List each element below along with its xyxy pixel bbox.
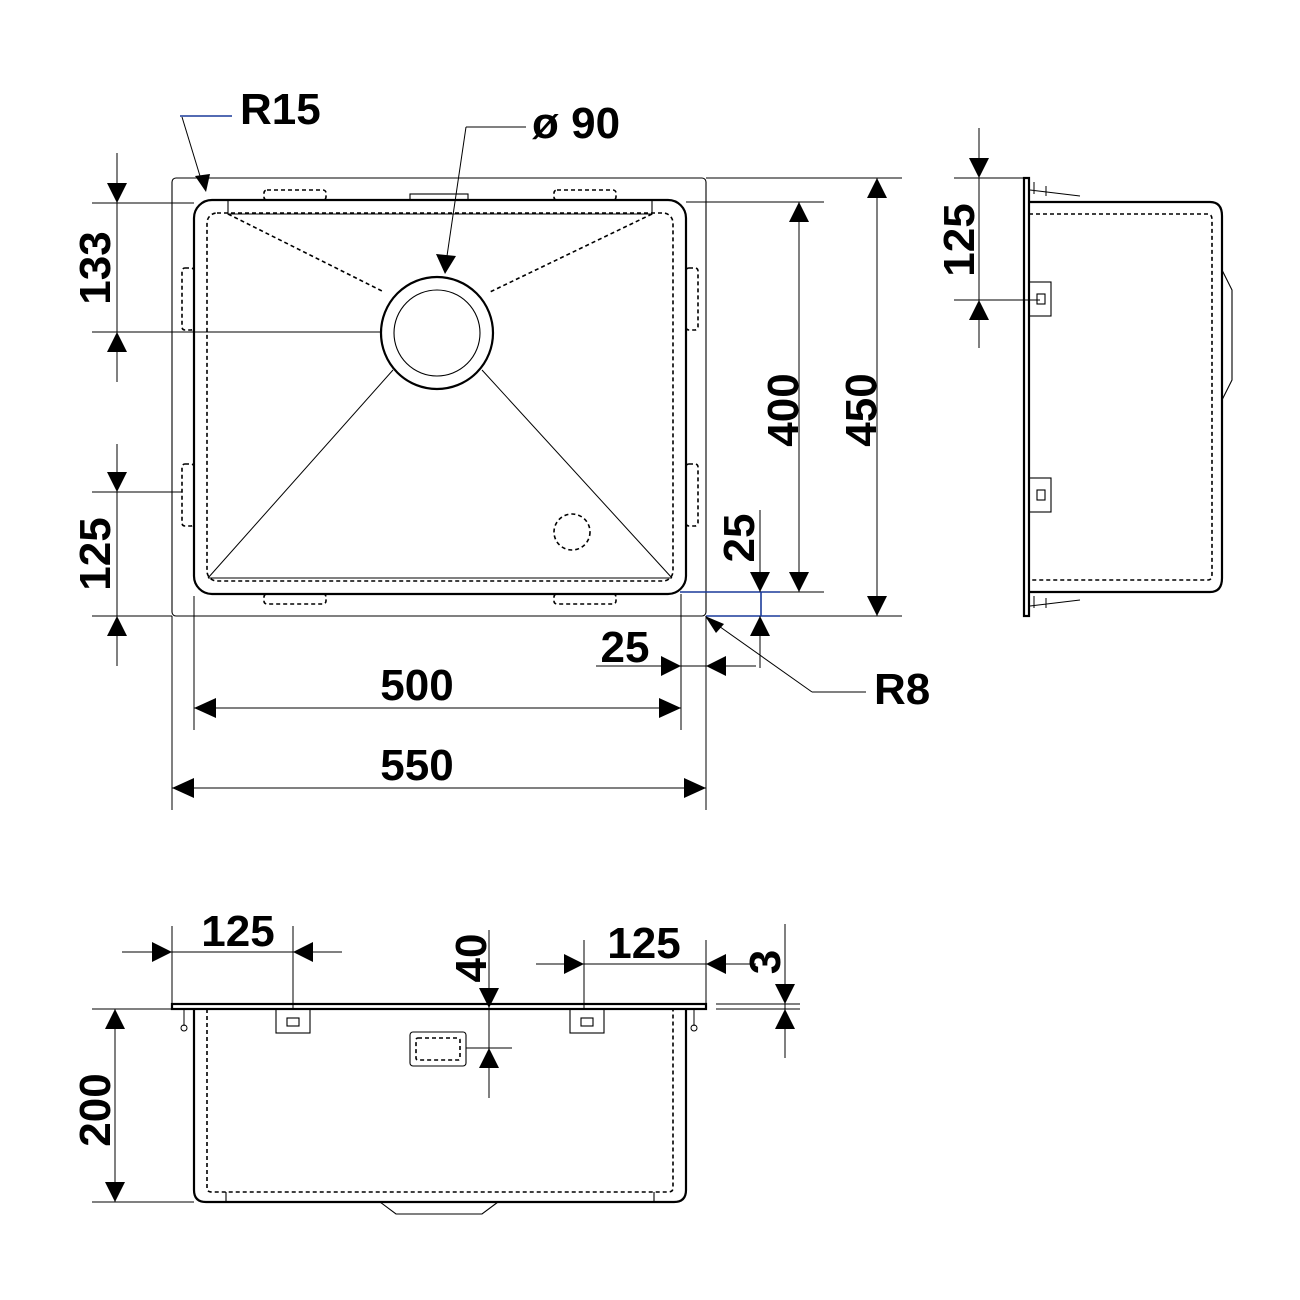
overflow-hole [553, 513, 591, 551]
label-133: 133 [71, 231, 120, 304]
label-r15: R15 [240, 85, 321, 134]
front-bowl-inner [206, 1009, 674, 1193]
overflow-outline [409, 1031, 467, 1067]
dim-125-front-right: 125 [536, 919, 756, 1009]
side-bowl [1029, 200, 1224, 594]
label-25-front: 25 [715, 514, 764, 563]
mounting-clips-sides [181, 267, 699, 527]
label-25-side: 25 [601, 623, 650, 672]
label-200: 200 [71, 1073, 120, 1146]
side-clip-2 [1028, 477, 1052, 513]
dim-3: 3 [716, 924, 800, 1058]
drain-diameter-callout: ø 90 [436, 99, 620, 274]
front-bowl [192, 1009, 688, 1204]
drain-inner [393, 289, 481, 377]
mounting-clips-bottom [263, 593, 617, 605]
r15-callout: R15 [180, 85, 321, 192]
drain-outer [379, 275, 495, 391]
dim-40: 40 [447, 930, 512, 1098]
dim-450: 450 [706, 177, 902, 617]
dim-125-side: 125 [935, 128, 1040, 348]
label-40: 40 [447, 934, 496, 983]
front-clip-right [569, 1008, 605, 1034]
front-view [170, 1002, 708, 1215]
side-flange [1022, 176, 1031, 618]
dim-125-left: 125 [71, 444, 182, 666]
label-125-left: 125 [71, 517, 120, 590]
label-550: 550 [380, 741, 453, 790]
mounting-clips-top [263, 189, 617, 201]
rear-ledge [227, 201, 653, 215]
side-drain-bulge [1221, 269, 1233, 401]
label-3: 3 [741, 950, 790, 974]
front-clip-left [275, 1008, 311, 1034]
label-125-side: 125 [935, 203, 984, 276]
top-view [171, 177, 707, 617]
dim-25-front: 25 [680, 510, 780, 668]
label-125-front-right: 125 [607, 919, 680, 968]
side-view [1022, 176, 1233, 618]
side-clip-1 [1028, 281, 1052, 317]
bowl-inner-outline [206, 212, 674, 582]
label-400: 400 [759, 373, 808, 446]
front-drain-bulge [379, 1201, 499, 1215]
label-r8: R8 [874, 665, 930, 714]
label-125-front-left: 125 [201, 907, 274, 956]
dim-200: 200 [71, 1008, 194, 1203]
label-450: 450 [837, 373, 886, 446]
dim-550: 550 [171, 616, 706, 810]
dim-25-side: 25 [596, 594, 756, 810]
label-drain-diameter: ø 90 [532, 99, 620, 148]
r8-callout: R8 [705, 616, 930, 714]
side-bowl-inner [1029, 213, 1213, 581]
dim-133: 133 [71, 153, 382, 382]
dim-125-front-left: 125 [122, 907, 342, 1009]
label-500: 500 [380, 661, 453, 710]
dim-500: 500 [193, 596, 681, 730]
slope-lines [207, 213, 673, 579]
front-flange [170, 1002, 708, 1011]
flange-outline [171, 177, 707, 617]
dim-400: 400 [686, 201, 824, 593]
